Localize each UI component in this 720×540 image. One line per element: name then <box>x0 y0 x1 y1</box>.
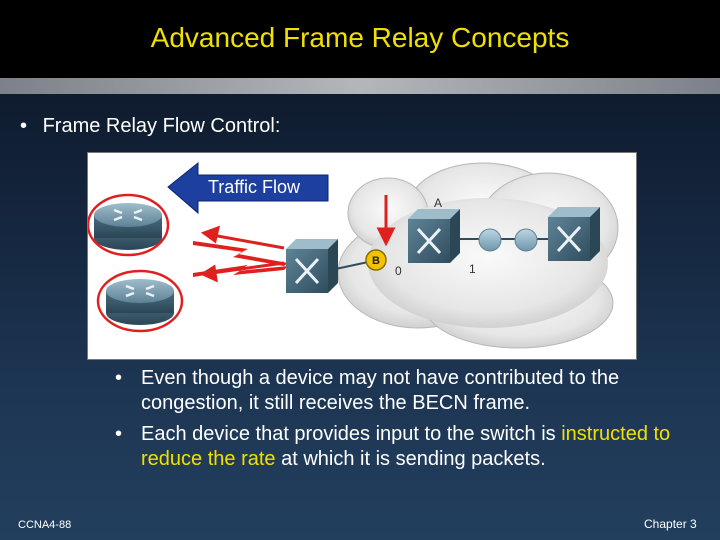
sub-bullet: • Even though a device may not have cont… <box>115 366 715 416</box>
flow-control-diagram: Traffic Flow <box>87 152 637 360</box>
text-run: at which it is sending packets. <box>275 448 546 470</box>
node-icon <box>514 228 538 252</box>
router-highlight-ring <box>96 269 184 333</box>
becn-label: B <box>372 255 380 267</box>
becn-arrows <box>199 195 396 283</box>
port-0-label: 0 <box>395 264 402 278</box>
traffic-flow-arrow <box>167 161 329 215</box>
footer-course-code: CCNA4-88 <box>18 519 72 531</box>
sub-bullet-text: Each device that provides input to the s… <box>141 422 715 472</box>
bullet-dot: • <box>20 115 28 137</box>
main-bullet: • Frame Relay Flow Control: <box>20 115 280 138</box>
title-divider <box>0 78 720 94</box>
bullet-dot: • <box>115 367 123 389</box>
main-bullet-text: Frame Relay Flow Control: <box>42 115 281 137</box>
sub-bullet-list: • Even though a device may not have cont… <box>115 366 715 478</box>
diagram-svg: Traffic Flow <box>88 161 619 349</box>
node-icon <box>478 228 502 252</box>
traffic-flow-label: Traffic Flow <box>208 177 301 197</box>
switch-icon <box>548 207 600 261</box>
switch-icon <box>408 209 460 263</box>
highlighted-text-run: instructed to reduce the rate <box>141 423 671 470</box>
bullet-dot: • <box>115 423 123 445</box>
router-icon <box>94 203 162 250</box>
footer-chapter: Chapter 3 <box>644 517 697 531</box>
serial-links <box>193 241 288 277</box>
becn-marker <box>365 249 387 271</box>
port-1-label: 1 <box>469 262 476 276</box>
switch-icon <box>286 239 338 293</box>
sub-bullet-text: Even though a device may not have contri… <box>141 366 715 416</box>
switch-a-label: A <box>434 196 442 210</box>
text-run: Even though a device may not have contri… <box>141 367 620 414</box>
title-bar <box>0 0 720 78</box>
router-icon <box>106 279 174 325</box>
sub-bullet: • Each device that provides input to the… <box>115 422 715 472</box>
text-run: Each device that provides input to the s… <box>141 423 562 445</box>
slide-title: Advanced Frame Relay Concepts <box>150 22 570 53</box>
router-highlight-ring <box>88 193 170 257</box>
